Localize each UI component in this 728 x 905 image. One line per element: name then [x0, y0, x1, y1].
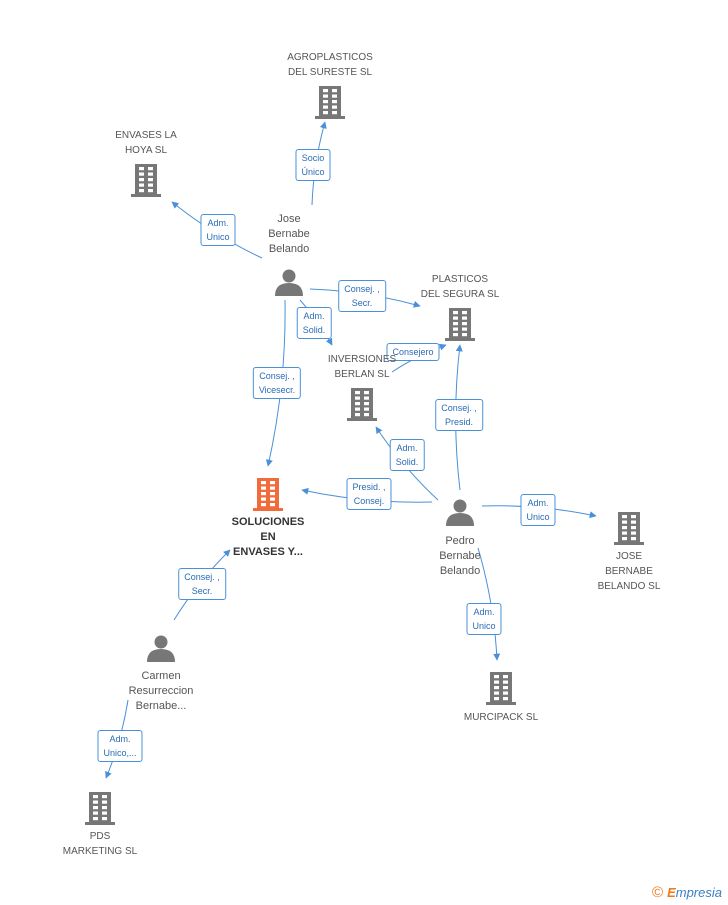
node-label-soluciones[interactable]: SOLUCIONES EN ENVASES Y... [231, 516, 305, 558]
person-icon[interactable] [275, 269, 303, 297]
edge-label[interactable]: Adm. Unico [466, 603, 502, 635]
node-label-jose[interactable]: Jose Bernabe Belando [268, 213, 310, 255]
node-label-pds[interactable]: PDS MARKETING SL [62, 831, 138, 857]
copyright-icon: © [652, 884, 664, 901]
node-label-envases-hoya[interactable]: ENVASES LA HOYA SL [115, 130, 177, 156]
edge-label[interactable]: Presid. , Consej. [346, 478, 392, 510]
edge-label[interactable]: Consej. , Presid. [435, 399, 483, 431]
building-icon[interactable] [85, 792, 115, 825]
building-icon[interactable] [445, 308, 475, 341]
node-label-pedro[interactable]: Pedro Bernabe Belando [439, 535, 481, 577]
edge-label[interactable]: Adm. Unico [200, 214, 236, 246]
building-icon[interactable] [614, 512, 644, 545]
edge-label[interactable]: Adm. Unico,... [97, 730, 143, 762]
node-label-jose-sl[interactable]: JOSE BERNABE BELANDO SL [597, 551, 661, 592]
edge-label[interactable]: Adm. Solid. [296, 307, 332, 339]
edge-label[interactable]: Consejero [386, 343, 440, 361]
edge-label[interactable]: Consej. , Vicesecr. [252, 367, 302, 399]
edge-label[interactable]: Adm. Solid. [389, 439, 425, 471]
node-label-agroplasticos[interactable]: AGROPLASTICOS DEL SURESTE SL [287, 52, 373, 78]
edge-label[interactable]: Adm. Unico [520, 494, 556, 526]
edge-label[interactable]: Consej. , Secr. [178, 568, 226, 600]
empresia-logo: ©Empresia [652, 884, 722, 901]
building-icon[interactable] [347, 388, 377, 421]
building-icon[interactable] [253, 478, 283, 511]
person-icon[interactable] [147, 635, 175, 663]
node-label-carmen[interactable]: Carmen Resurreccion Bernabe... [128, 670, 194, 712]
node-label-murcipack[interactable]: MURCIPACK SL [463, 712, 539, 723]
node-label-plasticos-segura[interactable]: PLASTICOS DEL SEGURA SL [420, 274, 500, 300]
edge-label[interactable]: Socio Único [295, 149, 331, 181]
node-label-inversiones-berlan[interactable]: INVERSIONES BERLAN SL [327, 354, 397, 380]
building-icon[interactable] [486, 672, 516, 705]
building-icon[interactable] [131, 164, 161, 197]
person-icon[interactable] [446, 499, 474, 527]
building-icon[interactable] [315, 86, 345, 119]
edge-label[interactable]: Consej. , Secr. [338, 280, 386, 312]
